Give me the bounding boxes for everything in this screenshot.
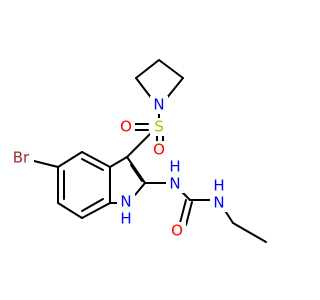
- atom-label-bromine: Br: [13, 149, 30, 167]
- atom-label-oxygen-sulfonyl-left: O: [120, 118, 132, 136]
- atom-label-oxygen-sulfonyl-bottom: O: [153, 141, 165, 159]
- bond: [185, 201, 193, 226]
- atom-label-nitrogen-indole: N: [120, 193, 131, 211]
- atom-label-nitrogen-urea-outer: N: [213, 194, 224, 212]
- atom-label-hydrogen-urea-outer: H: [213, 177, 224, 195]
- bond: [135, 77, 153, 100]
- bond: [57, 151, 83, 168]
- molecule-canvas: N S O O Br N H N H N: [10, 59, 267, 243]
- bond: [109, 156, 128, 168]
- atom-label-hydrogen-urea-inner: H: [169, 158, 180, 176]
- atom-label-sulfur: S: [154, 118, 164, 136]
- atom-label-nitrogen-urea-inner: N: [169, 175, 180, 193]
- bond: [81, 198, 104, 212]
- molecule-structure: N S O O Br N H N H N: [10, 59, 267, 243]
- atom-label-group: N S O O Br N H N H N: [10, 96, 228, 240]
- bond: [232, 222, 267, 243]
- bond: [81, 158, 104, 171]
- bond: [134, 182, 146, 196]
- bond: [29, 159, 59, 168]
- atom-label-oxygen-carbonyl: O: [171, 222, 183, 240]
- bond-group: [29, 59, 267, 243]
- bond: [158, 59, 184, 79]
- bond: [81, 202, 111, 219]
- bond: [130, 164, 143, 182]
- bond: [81, 151, 111, 168]
- bond: [165, 77, 184, 100]
- bond: [57, 202, 83, 219]
- bond: [126, 156, 146, 184]
- atom-label-nitrogen-pyrrolidine: N: [153, 96, 164, 114]
- bond: [135, 59, 160, 79]
- atom-label-hydrogen-indole: H: [120, 210, 131, 228]
- bond: [179, 199, 187, 224]
- bond: [126, 133, 151, 158]
